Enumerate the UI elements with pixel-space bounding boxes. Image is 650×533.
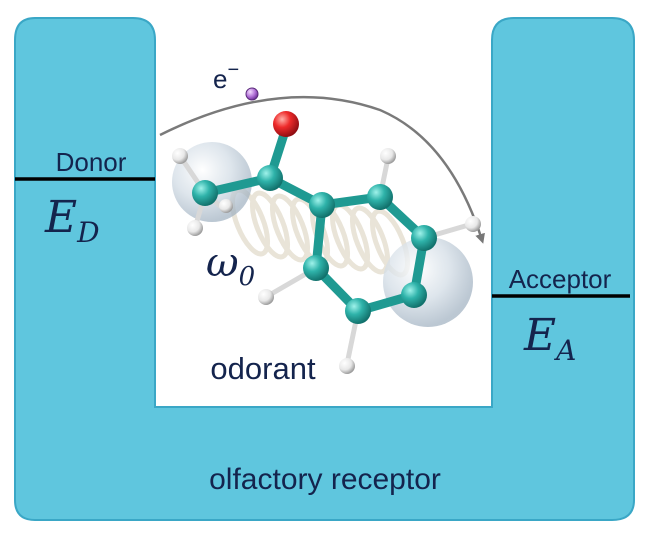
hydrogen-atoms xyxy=(172,148,481,374)
acceptor-energy-subscript: A xyxy=(553,334,576,367)
odorant-label: odorant xyxy=(210,351,316,386)
donor-label: Donor xyxy=(56,147,127,177)
carbon-atom xyxy=(309,192,335,218)
carbon-atom xyxy=(345,298,371,324)
carbon-atom xyxy=(303,255,329,281)
hydrogen-atom xyxy=(219,199,233,213)
carbon-atom xyxy=(401,282,427,308)
receptor-label: olfactory receptor xyxy=(209,463,441,496)
carbon-atom xyxy=(411,225,437,251)
oxygen-atom xyxy=(273,111,299,137)
vibration-frequency-label: ω0 xyxy=(206,240,255,292)
acceptor-side-sphere xyxy=(383,237,473,327)
acceptor-energy-symbol: E xyxy=(523,310,556,361)
hydrogen-atom xyxy=(187,220,203,236)
hydrogen-atom xyxy=(465,216,481,232)
hydrogen-atom xyxy=(380,148,396,164)
electron-charge: − xyxy=(227,59,239,81)
hydrogen-atom xyxy=(339,358,355,374)
hydrogen-atom xyxy=(258,289,274,305)
omega-subscript: 0 xyxy=(239,262,256,292)
acceptor-label: Acceptor xyxy=(509,264,612,294)
acceptor-energy-label: EA xyxy=(523,310,576,367)
donor-energy-symbol: E xyxy=(44,192,77,243)
donor-side-sphere xyxy=(172,142,252,222)
carbon-atom xyxy=(192,180,218,206)
electron-path-arrow xyxy=(159,95,485,244)
carbon-atom xyxy=(257,165,283,191)
carbon-atoms xyxy=(192,165,437,324)
electron-dot xyxy=(245,87,259,101)
donor-energy-label: ED xyxy=(44,192,100,249)
omega-symbol: ω xyxy=(206,240,239,286)
electron-label: e− xyxy=(213,59,239,94)
electron-symbol: e xyxy=(213,64,227,94)
olfactory-receptor-shape xyxy=(14,17,635,521)
hydrogen-atom xyxy=(172,148,188,164)
carbon-atom xyxy=(367,184,393,210)
donor-energy-subscript: D xyxy=(76,216,99,249)
